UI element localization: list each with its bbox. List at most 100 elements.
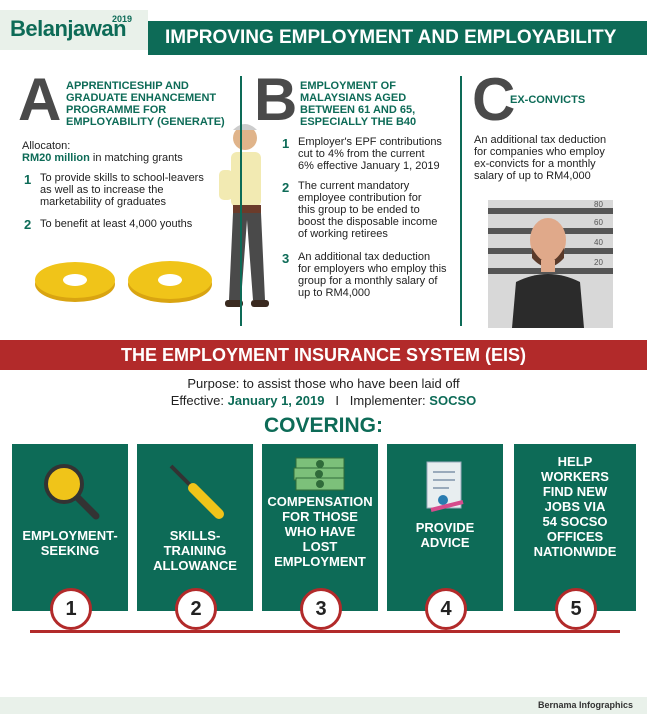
card-label-line: SEEKING [40,543,100,558]
card-skills-training: SKILLS- TRAINING ALLOWANCE 2 [137,444,253,630]
ex-convict-icon [512,218,584,328]
card-help-workers: HELP WORKERS FIND NEW JOBS VIA 54 SOCSO … [514,444,636,630]
section-a-heading: APPRENTICESHIP AND GRADUATE ENHANCEMENT … [66,80,225,128]
card-provide-advice: PROVIDE ADVICE 4 [387,444,503,630]
section-b-heading-line: EMPLOYMENT OF [300,80,396,92]
list-item-line: for employers who employ this [298,263,447,275]
logo: Belanjawan [10,16,127,41]
section-c-letter: C [472,66,516,133]
card-label-line: JOBS VIA [544,499,606,514]
height-mark: 60 [594,218,603,227]
card-label-line: WHO HAVE [284,524,356,539]
height-mark: 20 [594,258,603,267]
card-employment-seeking: EMPLOYMENT- SEEKING 1 [12,444,128,630]
list-item-line: boost the disposable income [298,216,438,228]
list-item-line: The current mandatory [298,180,410,192]
section-b-heading-line: MALAYSIANS AGED [300,92,407,104]
effective-label: Effective: [170,393,224,408]
section-a-heading-line: GRADUATE ENHANCEMENT [66,92,217,104]
card-label: SKILLS- TRAINING ALLOWANCE [137,528,253,573]
card-number: 1 [50,588,92,630]
section-c-heading: EX-CONVICTS [510,94,586,106]
section-c-line: salary of up to RM4,000 [474,170,591,182]
mugshot-illustration: 80 60 40 20 [488,200,613,328]
divider [240,76,242,326]
section-a-heading-line: PROGRAMME FOR [66,104,167,116]
allocation-line: RM20 million in matching grants [22,152,183,164]
list-item-line: marketability of graduates [40,196,166,208]
divider [460,76,462,326]
card-label-line: PROVIDE [415,520,475,535]
card-label-line: COMPENSATION [267,494,373,509]
card-label-line: HELP [557,454,593,469]
card-label-line: EMPLOYMENT- [22,528,118,543]
separator: I [335,393,339,408]
allocation-amount: RM20 million [22,152,90,164]
page-title: IMPROVING EMPLOYMENT AND EMPLOYABILITY [165,27,617,48]
list-number: 1 [24,172,32,187]
card-label-line: NATIONWIDE [533,544,617,559]
card-label-line: ADVICE [420,535,470,550]
section-a-heading-line: APPRENTICESHIP AND [66,80,189,92]
card-number: 4 [425,588,467,630]
list-number: 2 [282,180,290,195]
list-item-line: this group to be ended to [298,204,420,216]
list-item-line: To provide skills to school-leavers [40,172,204,184]
title-bar [148,21,647,55]
card-label-line: TRAINING [163,543,227,558]
allocation-label: Allocaton: [22,140,71,152]
section-a-letter: A [18,66,62,133]
implementer-label: Implementer: [349,393,426,408]
section-c-line: ex-convicts for a monthly [474,158,596,170]
card-compensation: COMPENSATION FOR THOSE WHO HAVE LOST EMP… [262,444,378,630]
card-label: COMPENSATION FOR THOSE WHO HAVE LOST EMP… [262,494,378,569]
card-label-line: FOR THOSE [282,509,358,524]
footer-bar [0,697,647,714]
allocation-rest: in matching grants [92,152,183,164]
card-label-line: FIND NEW [542,484,608,499]
card-label-line: OFFICES [546,529,604,544]
section-b-heading-line: ESPECIALLY THE B40 [300,116,417,128]
timeline [30,630,620,633]
effective-value: January 1, 2019 [227,393,325,408]
section-b-heading: EMPLOYMENT OF MALAYSIANS AGED BETWEEN 61… [300,80,416,128]
logo-year: 2019 [112,14,133,24]
card-label-line: 54 SOCSO [542,514,608,529]
card-label-line: ALLOWANCE [153,558,237,573]
implementer-value: SOCSO [429,393,477,408]
eis-title: THE EMPLOYMENT INSURANCE SYSTEM (EIS) [120,345,527,365]
section-c-text: An additional tax deduction for companie… [474,134,606,182]
height-mark: 80 [594,200,603,209]
section-c-line: An additional tax deduction [474,134,607,146]
magnifier-icon [44,464,100,520]
footer-credit: Bernama Infographics [537,700,633,710]
list-item-line: To benefit at least 4,000 youths [40,218,193,230]
height-line [488,208,613,214]
card-label-line: EMPLOYMENT [274,554,366,569]
card-label-line: LOST [302,539,338,554]
screwdriver-icon [169,464,224,519]
list-item-line: group for a monthly salary of [298,275,438,287]
section-b-heading-line: BETWEEN 61 AND 65, [300,104,416,116]
list-item-line: of working retirees [298,228,388,240]
list-item-line: An additional tax deduction [298,251,431,263]
list-item-line: as well as to increase the [40,184,164,196]
document-icon [426,461,464,512]
list-item-line: cut to 4% from the current [298,148,425,160]
list-number: 1 [282,136,290,151]
card-label: HELP WORKERS FIND NEW JOBS VIA 54 SOCSO … [514,454,636,559]
list-item-line: Employer's EPF contributions [298,136,442,148]
card-number: 2 [175,588,217,630]
section-b-letter: B [254,66,298,133]
eis-purpose: Purpose: to assist those who have been l… [187,376,460,391]
list-item: Employer's EPF contributions cut to 4% f… [298,136,442,172]
card-label: PROVIDE ADVICE [387,520,503,550]
list-number: 2 [24,217,32,232]
eis-banner [0,340,647,370]
list-item-line: 6% effective January 1, 2019 [298,160,440,172]
eis-effective-line: Effective: January 1, 2019 I Implementer… [0,393,647,408]
card-label: EMPLOYMENT- SEEKING [12,528,128,558]
card-number: 3 [300,588,342,630]
list-item-line: employee contribution for [298,192,422,204]
covering-heading: COVERING: [263,414,383,437]
